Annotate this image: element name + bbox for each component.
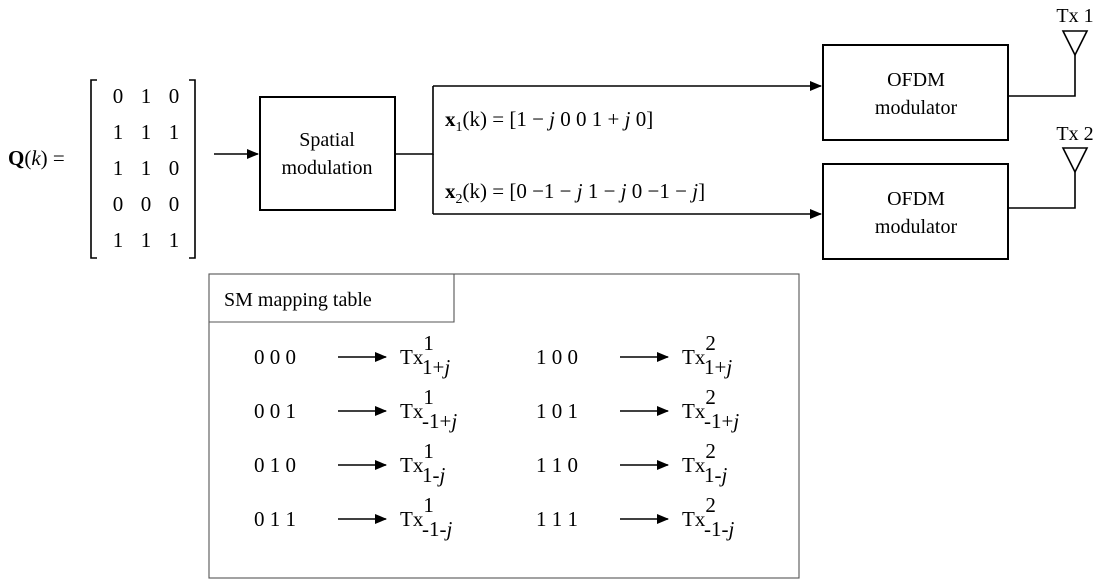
matrix-cell: 1 [141,228,152,252]
spatial-modulation-label-2: modulation [281,157,372,179]
antenna-tx2-label: Tx 2 [1056,123,1093,145]
mapping-target: Tx1 [400,493,434,531]
mapping-target-symbol: 1-j [422,463,446,487]
mapping-entry: 1 0 1 Tx2-1+j [536,385,739,433]
mapping-target: Tx1 [400,439,434,477]
antenna-tx2-feed [1008,172,1076,209]
mapping-target: Tx2 [682,331,716,369]
matrix-cell: 1 [141,120,152,144]
antenna-tx1-feed [1008,55,1076,97]
matrix-cell: 1 [113,228,124,252]
mapping-entry: 0 1 1 Tx1-1-j [254,493,453,541]
ofdm-modulator-2-block: OFDM modulator [822,163,1009,260]
mapping-target-antenna: 2 [705,439,716,463]
mapping-target-antenna: 1 [423,385,434,409]
spatial-modulation-label-1: Spatial [299,129,355,151]
antenna-tx1-icon [1061,30,1089,57]
antenna-tx2-icon [1061,147,1089,174]
split-line-up [395,86,434,155]
mapping-target-base: Tx [682,453,706,477]
ofdm-modulator-1-label-2: modulator [875,97,958,119]
ofdm-modulator-2-label-1: OFDM [887,188,945,210]
mapping-target-symbol: 1+j [422,355,450,379]
matrix-right-bracket [189,79,196,259]
mapping-target-base: Tx [682,345,706,369]
mapping-target: Tx2 [682,493,716,531]
mapping-target: Tx1 [400,331,434,369]
ofdm-modulator-2-box [822,163,1009,260]
mapping-target-base: Tx [400,453,424,477]
mapping-target-antenna: 1 [423,493,434,517]
mapping-bits: 1 1 1 [536,507,578,531]
matrix-cell: 0 [169,192,180,216]
signal-x1-label: x1(k) = [1 − j 0 0 1 + j 0] [445,107,653,135]
matrix-cell: 0 [169,156,180,180]
ofdm-modulator-1-block: OFDM modulator [822,44,1009,141]
mapping-target-antenna: 1 [423,331,434,355]
mapping-bits: 0 0 0 [254,345,296,369]
mapping-bits: 1 0 1 [536,399,578,423]
mapping-target-base: Tx [400,507,424,531]
matrix-cell: 1 [113,120,124,144]
mapping-target-base: Tx [400,399,424,423]
matrix-cell: 0 [113,192,124,216]
matrix-cell: 1 [169,228,180,252]
mapping-bits: 1 1 0 [536,453,578,477]
mapping-target: Tx2 [682,385,716,423]
antenna-tx2: Tx 2 [1008,123,1094,209]
mapping-target-symbol: -1-j [704,517,735,541]
mapping-bits: 0 1 1 [254,507,296,531]
signal-x2-label: x2(k) = [0 −1 − j 1 − j 0 −1 − j] [445,179,705,207]
sm-mapping-table-frame [208,273,800,579]
matrix-cell: 1 [169,120,180,144]
mapping-bits: 1 0 0 [536,345,578,369]
mapping-bits: 0 0 1 [254,399,296,423]
matrix-cell: 0 [169,84,180,108]
mapping-target-base: Tx [682,507,706,531]
matrix-cell: 1 [141,156,152,180]
mapping-target-base: Tx [682,399,706,423]
mapping-target-antenna: 2 [705,331,716,355]
mapping-target-symbol: 1-j [704,463,728,487]
spatial-modulation-box [259,96,396,211]
mapping-entry: 1 1 1 Tx2-1-j [536,493,735,541]
spatial-modulation-block: Spatial modulation [259,96,396,211]
mapping-target: Tx2 [682,439,716,477]
mapping-target-antenna: 2 [705,385,716,409]
mapping-target-symbol: 1+j [704,355,732,379]
matrix-cell: 1 [141,84,152,108]
sm-mapping-table-title-box [209,274,455,323]
matrix-cell: 1 [113,156,124,180]
matrix-label: Q(k) = [8,146,65,170]
mapping-target-symbol: -1-j [422,517,453,541]
mapping-target-antenna: 1 [423,439,434,463]
ofdm-modulator-1-box [822,44,1009,141]
mapping-target-symbol: -1+j [704,409,739,433]
sm-mapping-table-title: SM mapping table [224,289,372,311]
antenna-tx1: Tx 1 [1008,5,1094,97]
mapping-target-base: Tx [400,345,424,369]
matrix-left-bracket [90,79,97,259]
mapping-target-antenna: 2 [705,493,716,517]
mapping-target-symbol: -1+j [422,409,457,433]
mapping-bits: 0 1 0 [254,453,296,477]
antenna-tx1-label: Tx 1 [1056,5,1093,27]
matrix-cell: 0 [113,84,124,108]
mapping-target: Tx1 [400,385,434,423]
mapping-entry: 0 0 1 Tx1-1+j [254,385,457,433]
ofdm-modulator-1-label-1: OFDM [887,69,945,91]
ofdm-modulator-2-label-2: modulator [875,216,958,238]
matrix-cell: 0 [141,192,152,216]
